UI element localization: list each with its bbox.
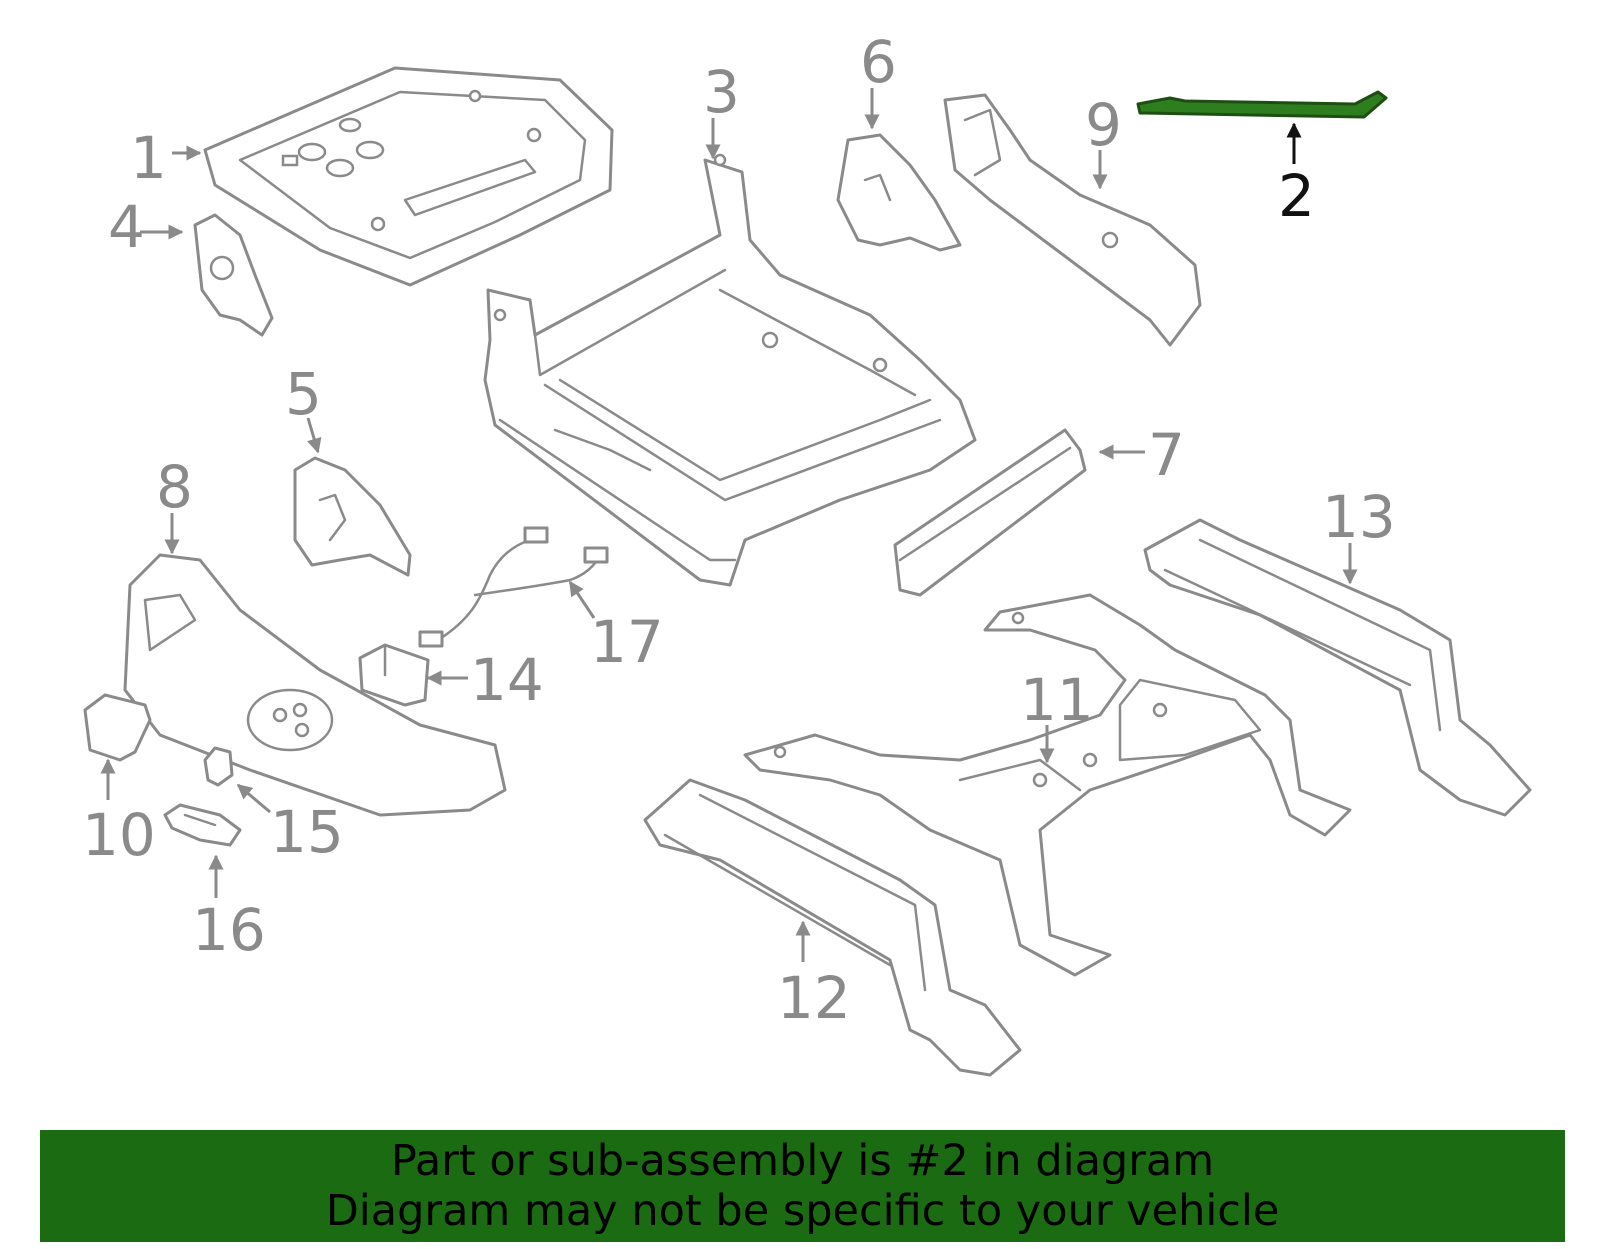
callout-8: 8 <box>156 453 193 521</box>
callout-17: 17 <box>590 608 664 676</box>
part-6-cover <box>836 133 962 252</box>
callout-14: 14 <box>470 646 544 714</box>
part-14-module <box>358 643 430 707</box>
callout-2: 2 <box>1278 162 1315 230</box>
callout-13: 13 <box>1322 483 1396 551</box>
banner-line-part-number: Part or sub-assembly is #2 in diagram <box>390 1136 1215 1186</box>
part-4-recliner <box>193 213 274 337</box>
part-17-wiring-harness <box>418 526 609 648</box>
callout-16: 16 <box>192 896 266 964</box>
part-12-left-track <box>643 778 1022 1077</box>
part-5-shield <box>293 456 412 577</box>
part-2-bracket-highlighted <box>1136 90 1388 119</box>
part-3-seat-frame <box>483 153 977 587</box>
callout-6: 6 <box>860 28 897 96</box>
callout-4: 4 <box>108 193 145 261</box>
part-8-side-trim <box>123 553 507 817</box>
callout-11: 11 <box>1020 666 1094 734</box>
part-15-clip <box>203 746 234 787</box>
banner-line-disclaimer: Diagram may not be specific to your vehi… <box>325 1186 1280 1236</box>
info-banner: Part or sub-assembly is #2 in diagram Di… <box>40 1130 1565 1242</box>
callout-5: 5 <box>285 360 322 428</box>
callout-9: 9 <box>1085 91 1122 159</box>
callout-10: 10 <box>82 801 156 869</box>
callout-leaders <box>100 88 1358 962</box>
part-7-front-rail <box>893 428 1087 597</box>
part-1-cushion-pan <box>203 66 614 287</box>
callout-1: 1 <box>130 124 167 192</box>
part-9-side-cover <box>943 93 1202 347</box>
part-10-knob <box>83 693 152 762</box>
callout-15: 15 <box>270 798 344 866</box>
part-16-handle <box>163 803 242 847</box>
part-13-right-track <box>1143 518 1532 817</box>
callout-12: 12 <box>777 964 851 1032</box>
callout-7: 7 <box>1148 421 1185 489</box>
callout-3: 3 <box>703 58 740 126</box>
